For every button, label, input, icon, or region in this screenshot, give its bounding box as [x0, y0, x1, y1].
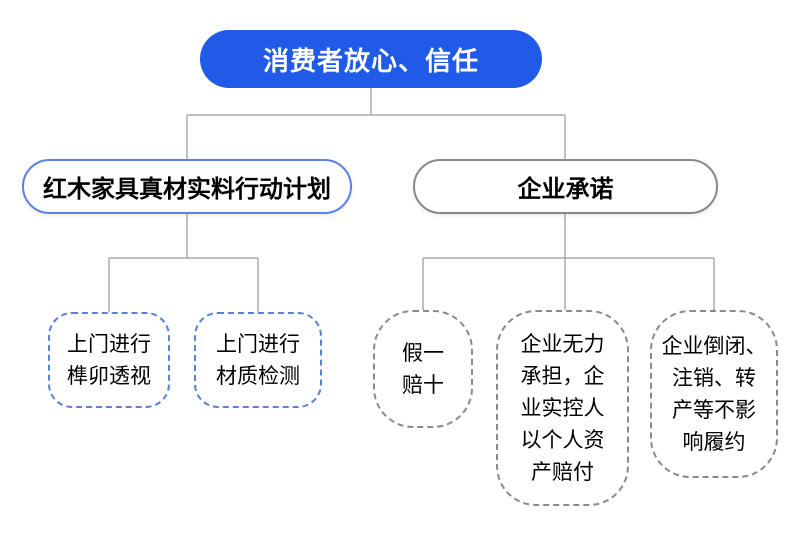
leaf-node-performance-guarantee: 企业倒闭、 注销、转 产等不影 响履约 [650, 310, 778, 478]
leaf-node-material-testing: 上门进行 材质检测 [194, 312, 322, 408]
leaf-label: 假一 赔十 [402, 341, 444, 397]
leaf-label: 上门进行 榫卯透视 [67, 332, 151, 388]
branch-label: 红木家具真材实料行动计划 [43, 175, 331, 203]
leaf-node-fake-compensation: 假一 赔十 [373, 310, 473, 428]
branch-label: 企业承诺 [517, 175, 614, 203]
root-node: 消费者放心、信任 [200, 30, 542, 88]
branch-node-action-plan: 红木家具真材实料行动计划 [22, 159, 352, 214]
leaf-label: 上门进行 材质检测 [216, 332, 300, 388]
leaf-label: 企业倒闭、 注销、转 产等不影 响履约 [661, 334, 767, 454]
leaf-label: 企业无力 承担，企 业实控人 以个人资 产赔付 [520, 332, 605, 484]
leaf-node-personal-liability: 企业无力 承担，企 业实控人 以个人资 产赔付 [496, 310, 629, 506]
leaf-node-mortise-inspection: 上门进行 榫卯透视 [48, 312, 170, 408]
branch-node-enterprise-commitment: 企业承诺 [413, 159, 718, 214]
root-label: 消费者放心、信任 [262, 46, 479, 77]
